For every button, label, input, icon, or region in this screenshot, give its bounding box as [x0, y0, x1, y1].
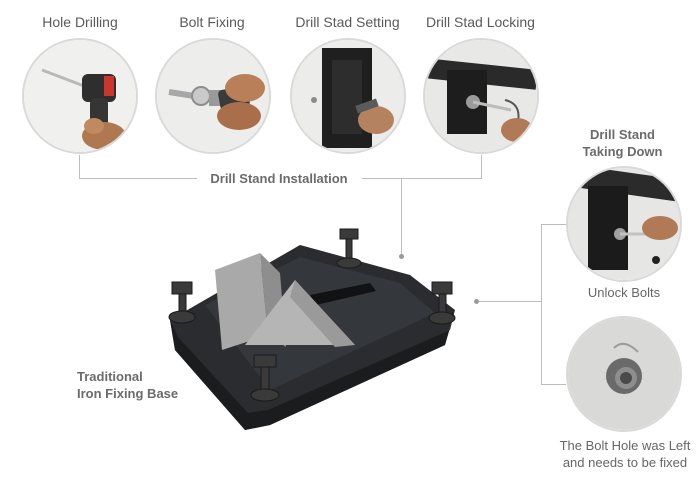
step-label-drill-stand-setting: Drill Stad Setting — [295, 14, 400, 30]
installation-label: Drill Stand Installation — [210, 171, 348, 186]
step-label-hole-drilling: Hole Drilling — [42, 14, 118, 30]
unlock-bolts-label: Unlock Bolts — [587, 285, 661, 300]
hole-drilling-photo — [22, 38, 138, 154]
right-connector-dot — [474, 299, 479, 304]
iron-fixing-base-image — [168, 228, 456, 430]
bracket-right-line — [481, 155, 482, 179]
bolt-hole-photo — [566, 316, 682, 432]
right-bracket-top-line — [541, 224, 566, 225]
drill-stand-setting-photo — [290, 38, 406, 154]
connector-dot — [399, 254, 404, 259]
bolt-hole-label-line2: and needs to be fixed — [562, 455, 688, 470]
base-label-line1: Traditional — [77, 369, 143, 384]
bracket-bottom-right-line — [362, 178, 482, 179]
step-label-drill-stand-locking: Drill Stad Locking — [426, 14, 535, 30]
right-bracket-vertical-line — [541, 224, 542, 385]
taking-down-title-line1: Drill Stand — [589, 127, 655, 142]
drill-stand-locking-photo — [423, 38, 539, 154]
bolt-hole-label-line1: The Bolt Hole was Left — [559, 438, 691, 453]
taking-down-title-line2: Taking Down — [582, 144, 663, 159]
bolt-fixing-photo — [155, 38, 271, 154]
step-label-bolt-fixing: Bolt Fixing — [179, 14, 245, 30]
bracket-left-line — [79, 155, 80, 179]
right-connector-line — [478, 301, 542, 302]
unlock-bolts-photo — [566, 166, 682, 282]
bracket-connector-line — [401, 179, 402, 256]
base-label-line2: Iron Fixing Base — [77, 386, 179, 401]
bracket-bottom-left-line — [79, 178, 197, 179]
right-bracket-bottom-line — [541, 384, 566, 385]
